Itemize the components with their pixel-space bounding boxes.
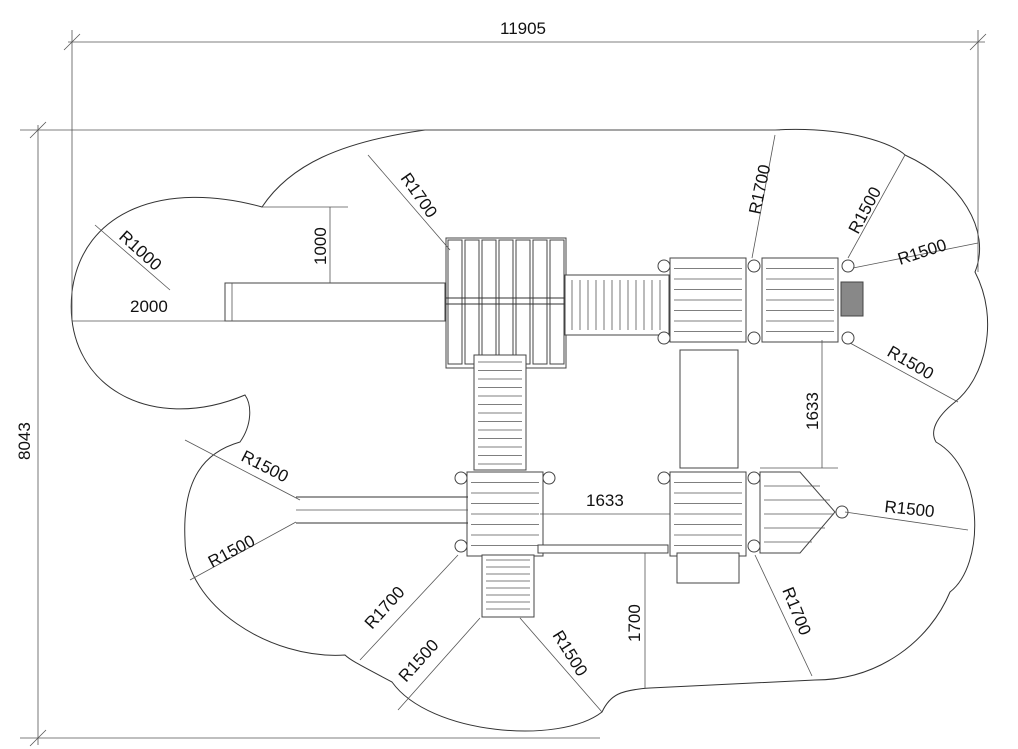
radius-label: R1700 — [745, 163, 774, 216]
radius-lines — [94, 134, 979, 713]
radius-label: R1500 — [205, 531, 258, 571]
stairs-right — [840, 281, 864, 317]
slide-length-label: 2000 — [130, 297, 168, 316]
slide-top-left: 2000 1000 — [72, 206, 446, 322]
post — [454, 471, 468, 485]
radius-label: R1500 — [884, 497, 936, 521]
ship-bow — [759, 471, 836, 554]
post — [542, 471, 556, 485]
post — [841, 259, 855, 273]
overall-height-label: 8043 — [15, 422, 34, 460]
posts — [454, 259, 855, 553]
roof-plank — [549, 239, 565, 365]
roof-plank — [464, 239, 480, 365]
gap-vertical-label: 1633 — [803, 392, 822, 430]
radius-label: R1000 — [115, 227, 165, 275]
radius-label: R1500 — [895, 235, 949, 269]
post — [835, 505, 849, 519]
radius-label: R1500 — [238, 447, 291, 487]
slide-offset-label: 1000 — [311, 227, 330, 265]
gap-horizontal-label: 1633 — [586, 491, 624, 510]
bottom-offset-label: 1700 — [625, 604, 644, 642]
radius-label: R1700 — [361, 583, 409, 633]
radius-label: R1500 — [549, 627, 592, 680]
post — [657, 259, 671, 273]
post — [454, 539, 468, 553]
post — [657, 471, 671, 485]
safety-zone-outline — [70, 128, 989, 732]
post — [657, 331, 671, 345]
post — [841, 331, 855, 345]
overall-height-dimension: 8043 — [15, 121, 780, 747]
radius-label: R1700 — [778, 584, 814, 638]
post — [747, 471, 761, 485]
roof-plank — [498, 239, 514, 365]
bridge-left-vertical — [473, 354, 527, 471]
radius-label: R1500 — [845, 184, 885, 237]
roof-plank — [515, 239, 531, 365]
bottom-offset-dimension: 1700 — [625, 553, 646, 688]
slide-bottom-left — [296, 496, 468, 524]
post — [747, 259, 761, 273]
tower-top-left — [445, 237, 567, 369]
overall-width-label: 11905 — [500, 19, 546, 38]
tunnel-middle — [679, 349, 739, 469]
ladder-bottom — [481, 554, 535, 618]
overall-width-dimension: 11905 — [63, 19, 987, 320]
bridge-top — [564, 274, 670, 336]
radius-label: R1500 — [395, 636, 443, 686]
gap-vertical-dimension: 1633 — [760, 340, 838, 469]
roof-plank — [532, 239, 548, 365]
platform-decks — [466, 257, 839, 557]
gap-horizontal-dimension: 1633 — [540, 491, 670, 515]
roof-plank — [447, 239, 463, 365]
post — [747, 539, 761, 553]
roof-plank — [481, 239, 497, 365]
beam-bottom — [537, 544, 740, 584]
radius-label: R1500 — [884, 342, 937, 384]
post — [747, 331, 761, 345]
